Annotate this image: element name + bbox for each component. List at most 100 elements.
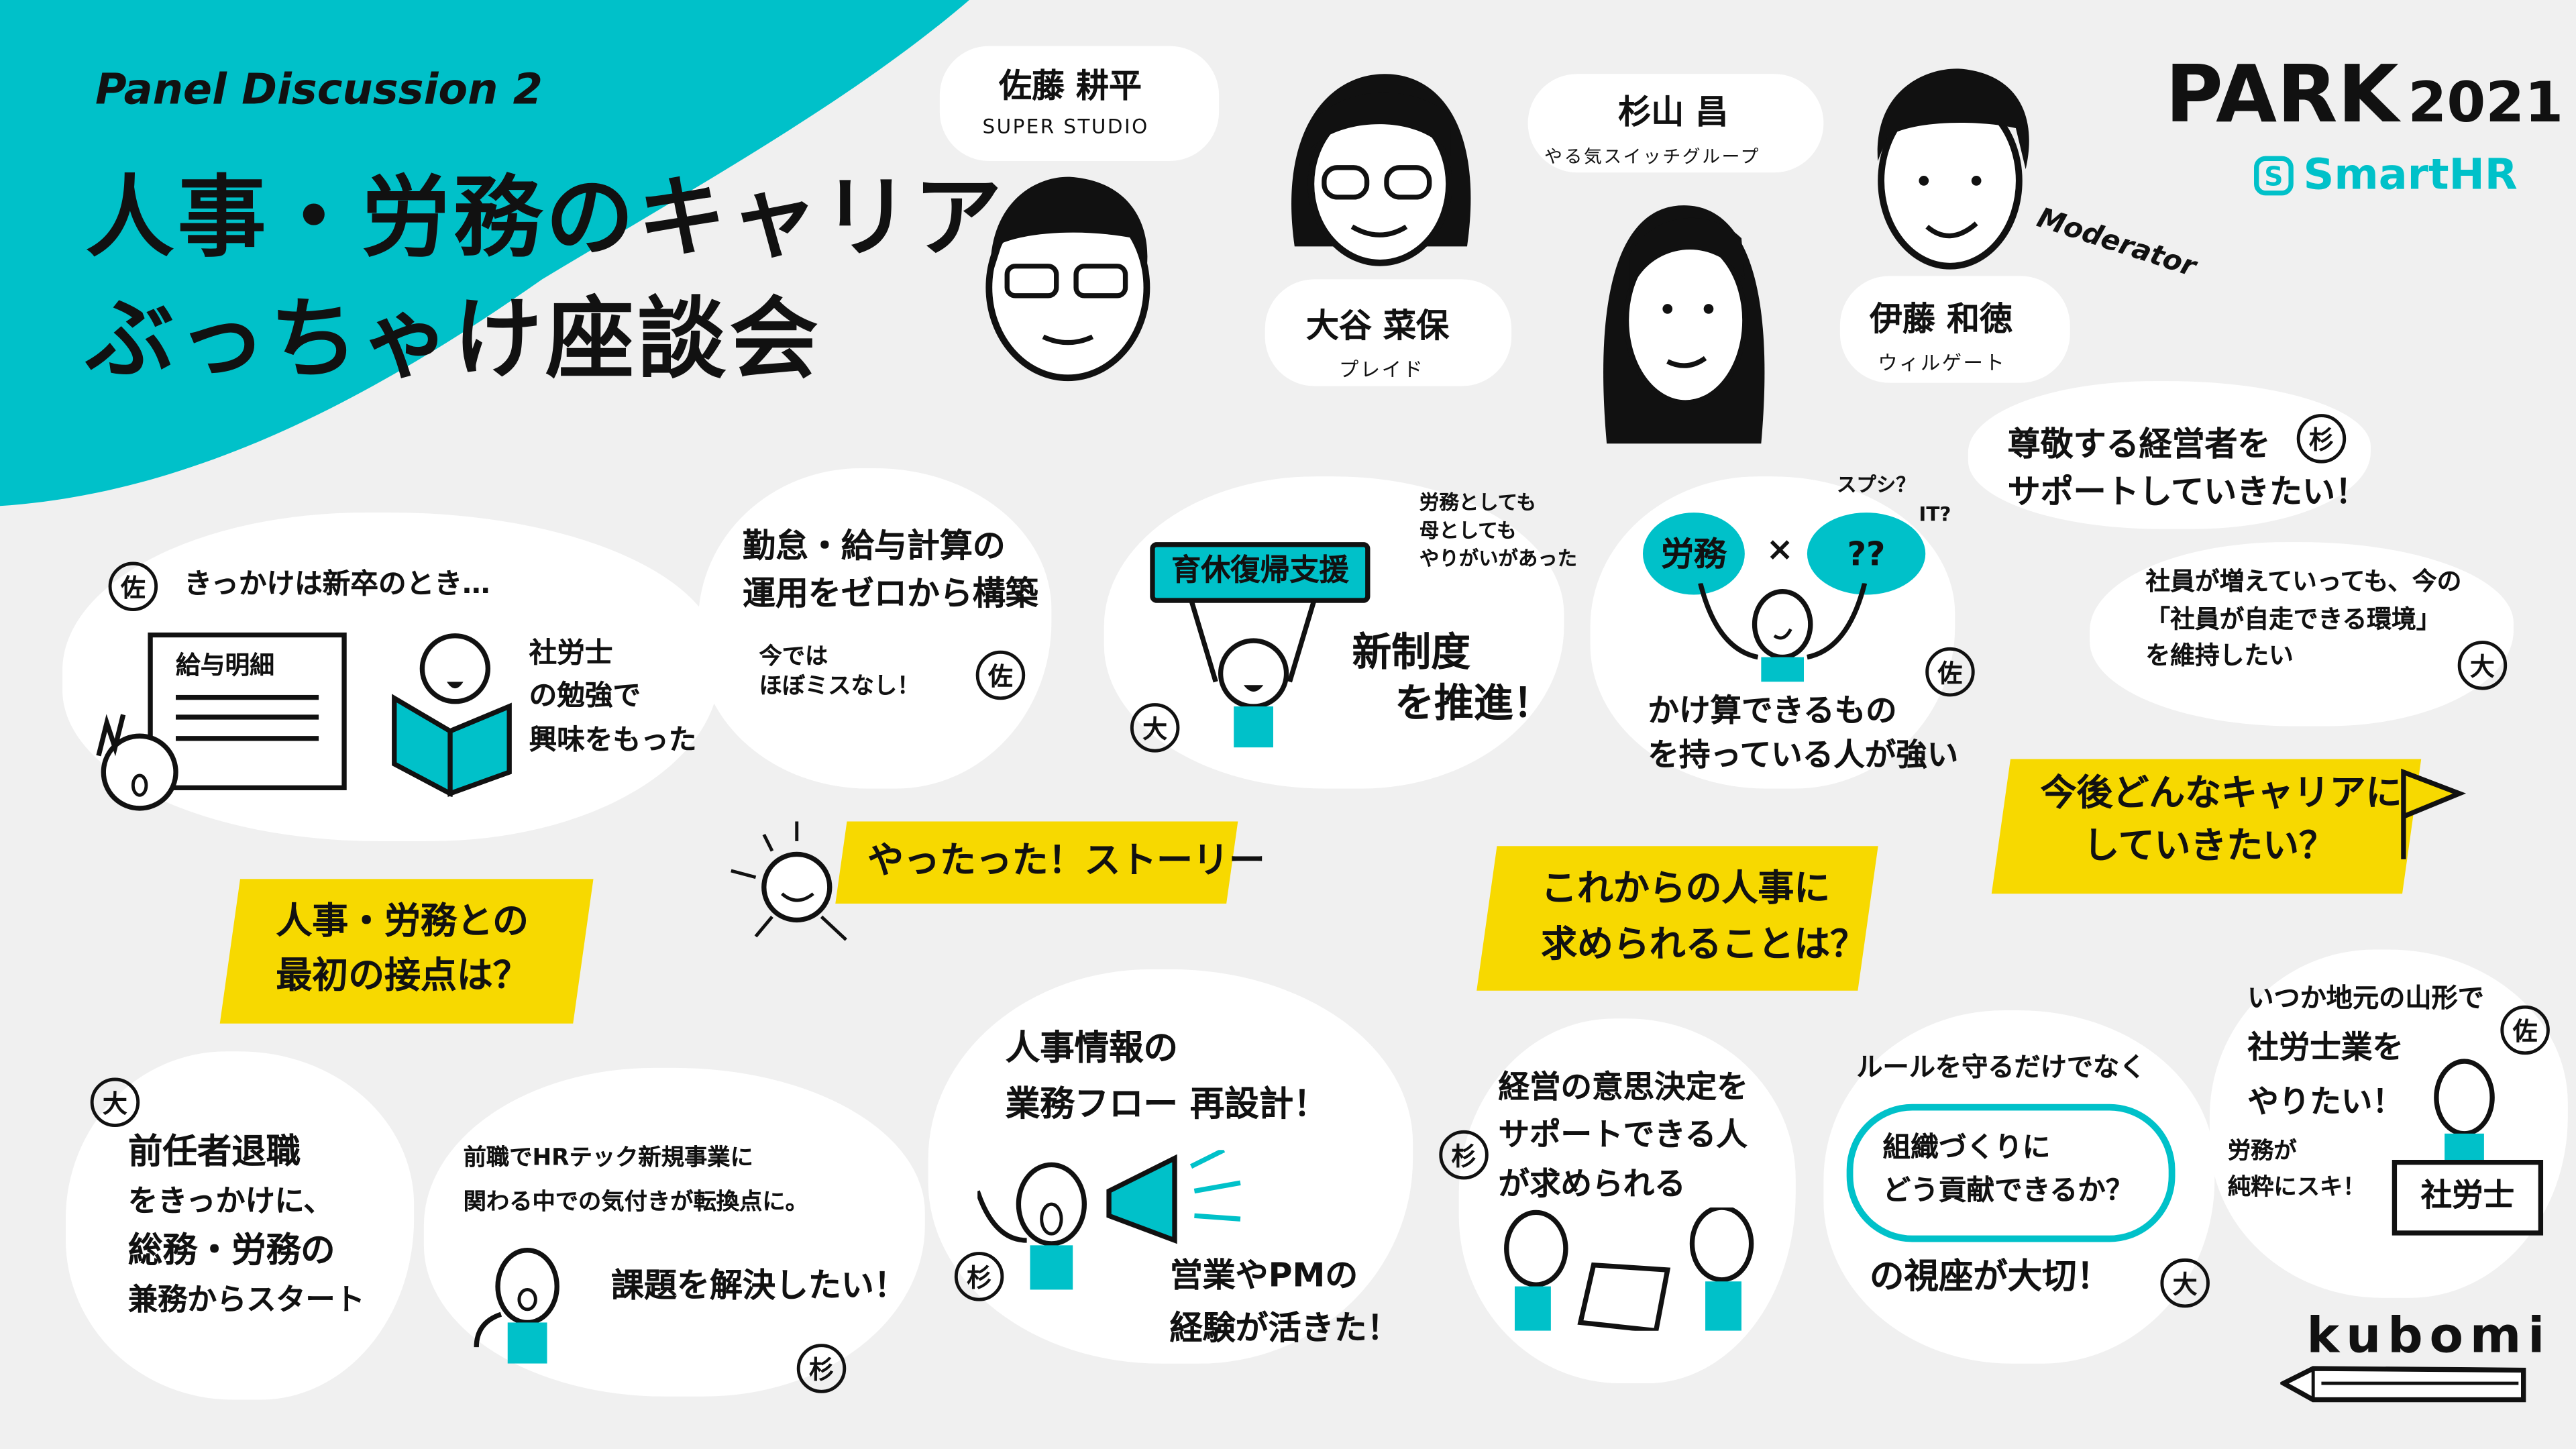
- event-logo: PARK 2021: [2165, 49, 2563, 141]
- topic-story: やったった！ストーリー: [867, 841, 1265, 883]
- text-line: を維持したい: [2145, 641, 2294, 671]
- speaker-initial: 杉: [2296, 414, 2347, 464]
- text-line: 前任者退職: [128, 1132, 301, 1172]
- speaker-initial: 大: [2160, 1258, 2210, 1308]
- text-line: これからの人事に: [1541, 869, 1831, 910]
- text-line: 勤怠・給与計算の: [742, 525, 1006, 566]
- speech-bubble-hrtech: [423, 1067, 925, 1397]
- bubble-text: 尊敬する経営者をサポートしていきたい！: [2008, 421, 2368, 516]
- speaker-org: SUPER STUDIO: [982, 115, 1149, 138]
- speaker-initial: 大: [2457, 641, 2508, 690]
- text-line: 人事情報の: [1005, 1028, 1178, 1068]
- text-line: を推進！: [1395, 680, 1553, 727]
- speaker-initial: 杉: [1439, 1130, 1489, 1180]
- artist-signature: kubomi: [2306, 1307, 2552, 1366]
- face-sato-icon: [985, 176, 1150, 382]
- topic-first-contact: 人事・労務との最初の接点は？: [276, 896, 529, 1004]
- speaker-name: 伊藤 和徳: [1869, 299, 2012, 339]
- event-year: 2021: [2408, 70, 2564, 137]
- face-sugiyama-icon: [1603, 205, 1765, 444]
- text-line: 組織づくりに: [1882, 1132, 2051, 1165]
- moderator-label: Moderator: [2033, 202, 2200, 284]
- text-line: 労務が: [2227, 1138, 2297, 1165]
- text-line: していきたい？: [2083, 826, 2335, 867]
- text-line: いつか地元の山形で: [2247, 982, 2484, 1014]
- payslip-document-icon: 給与明細: [148, 632, 347, 790]
- speaker-initial: 杉: [954, 1252, 1004, 1301]
- surprised-person-icon: [96, 714, 178, 811]
- text-line: 経験が活きた！: [1169, 1307, 1400, 1348]
- text-line: 「社員が自走できる環境」: [2145, 604, 2441, 634]
- speaker-name: 佐藤 耕平: [998, 65, 1142, 105]
- bubble-shout-text: 課題を解決したい！: [611, 1265, 907, 1305]
- text-line: 社労士業を: [2247, 1030, 2404, 1067]
- smiling-face-icon: [731, 821, 847, 941]
- text-line: 社労士: [529, 637, 613, 671]
- text-line: かけ算できるもの: [1648, 693, 1897, 730]
- side-note: 労務としても母としてもやりがいがあった: [1419, 490, 1577, 572]
- bubble-text: 新制度を推進！: [1352, 628, 1553, 731]
- text-line: 兼務からスタート: [128, 1283, 365, 1318]
- text-line: 運用をゼロから構築: [742, 573, 1038, 613]
- reading-person-icon: [392, 633, 512, 797]
- text-line: 純粋にスキ！: [2227, 1175, 2366, 1202]
- bubble-text: 前任者退職をきっかけに、総務・労務の兼務からスタート: [128, 1126, 365, 1324]
- speaker-initial: 佐: [2500, 1005, 2550, 1055]
- teal-corner-shape: [0, 0, 969, 506]
- page-title-line2: ぶっちゃけ座談会: [85, 287, 822, 391]
- bubble-text: の視座が大切！: [1869, 1256, 2111, 1297]
- speaker-org: プレイド: [1338, 358, 1425, 382]
- face-ito-icon: [1877, 68, 2029, 270]
- ikukyu-sign: 育休復帰支援: [1150, 542, 1371, 602]
- page-title-line1: 人事・労務のキャリア: [85, 166, 1006, 270]
- smarthr-s-icon: S: [2254, 156, 2294, 196]
- speaker-initial: 佐: [108, 561, 158, 612]
- text-line: ほぼミスなし！: [759, 672, 920, 700]
- speaker-initial: 佐: [975, 650, 1026, 700]
- text-line: 労務としても: [1419, 491, 1536, 515]
- speaker-initial: 杉: [796, 1344, 847, 1393]
- panel-subtitle: Panel Discussion 2: [95, 65, 543, 115]
- text-line: をきっかけに、: [128, 1183, 333, 1219]
- text-line: 関わる中での気付きが転換点に。: [463, 1189, 808, 1216]
- speaker-initial: 佐: [1925, 647, 1975, 697]
- speech-bubble-ikukyu: [1104, 476, 1564, 789]
- skill-bubble-romu: 労務: [1643, 513, 1745, 595]
- speaker-name: 大谷 菜保: [1305, 305, 1449, 345]
- text-line: 今では: [759, 644, 828, 671]
- bubble-text: きっかけは新卒のとき…: [184, 568, 490, 602]
- smarthr-logo-text: SmartHR: [2303, 151, 2518, 201]
- option-text: スプシ？: [1836, 473, 1916, 496]
- text-line: 業務フロー 再設計！: [1005, 1083, 1328, 1124]
- times-sign: ×: [1766, 529, 1794, 569]
- text-line: 求められることは？: [1541, 925, 1867, 967]
- bubble-text: ルールを守るだけでなく: [1856, 1051, 2146, 1083]
- side-note: 労務が純粋にスキ！: [2228, 1134, 2366, 1208]
- bubble-text: 前職でHRテック新規事業に関わる中での気付きが転換点に。: [464, 1137, 808, 1224]
- flag-icon: [2401, 768, 2467, 859]
- text-line: 母としても: [1419, 519, 1517, 542]
- shouting-person-icon: [474, 1248, 559, 1364]
- text-line: 尊敬する経営者を: [2007, 423, 2271, 464]
- speaker-initial: 大: [1130, 703, 1180, 753]
- text-line: 総務・労務の: [128, 1231, 335, 1271]
- skill-bubble-unknown: ??: [1807, 513, 1926, 595]
- speaker-label-bg: [939, 46, 1220, 162]
- cheering-person-icon: [1189, 599, 1317, 748]
- speaker-initial: 大: [90, 1077, 140, 1128]
- option-text: IT?: [1919, 502, 1951, 526]
- text-line: 最初の接点は？: [276, 956, 529, 998]
- text-line: 前職でHRテック新規事業に: [463, 1144, 753, 1172]
- bubble-subtext: 今ではほぼミスなし！: [759, 644, 920, 702]
- text-line: の勉強で: [529, 680, 641, 714]
- speech-bubble-jisou: [2090, 542, 2514, 727]
- bubble-text: 社労士の勉強で興味をもった: [529, 633, 697, 763]
- speaker-label-bg: [1839, 276, 2070, 383]
- event-name: PARK: [2165, 49, 2399, 142]
- text-line: 人事・労務との: [276, 902, 529, 943]
- bubble-text: いつか地元の山形で社労士業をやりたい！: [2247, 976, 2484, 1131]
- text-line: 新制度: [1352, 629, 1470, 676]
- person-icon: [2434, 1059, 2495, 1183]
- topic-future-hr: これからの人事に求められることは？: [1541, 863, 1866, 975]
